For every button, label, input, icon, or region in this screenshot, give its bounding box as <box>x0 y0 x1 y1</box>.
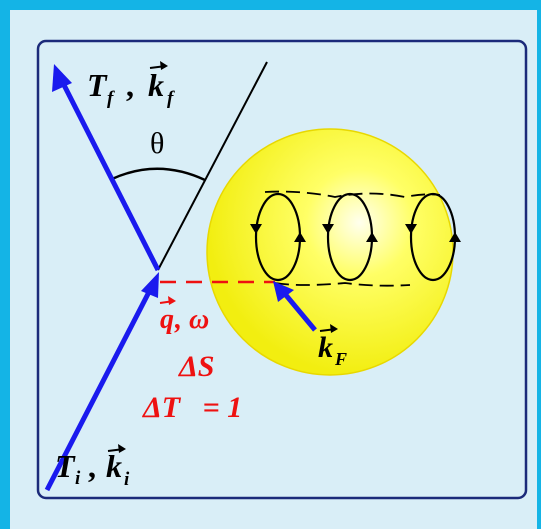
outgoing-label: T f , k f <box>87 61 175 109</box>
incoming-k: k <box>106 448 122 484</box>
vector-arrow-icon <box>319 324 338 333</box>
outgoing-k-sub: f <box>167 88 175 109</box>
vector-arrow-icon <box>159 296 176 305</box>
angle-arc <box>111 167 206 182</box>
outgoing-comma: , <box>126 67 134 103</box>
outgoing-T-sub: f <box>107 88 115 109</box>
loop-2 <box>322 192 378 282</box>
transfer-q: q <box>160 304 174 335</box>
fermi-arrow <box>283 292 317 332</box>
loop-dashed-top <box>264 190 441 198</box>
incoming-T: T <box>55 448 76 484</box>
delta-s-label: ΔS <box>178 350 215 383</box>
fermi-label: k F <box>318 324 347 369</box>
loop-1 <box>250 192 306 282</box>
incoming-arrow-head <box>141 272 159 298</box>
incoming-comma: , <box>88 448 96 484</box>
loop-3 <box>405 192 461 282</box>
reference-line <box>157 61 268 271</box>
incoming-label: T i , k i <box>55 444 130 490</box>
fermi-k: k <box>318 331 333 364</box>
incoming-T-sub: i <box>75 468 81 489</box>
transfer-label: q , ω <box>159 296 209 335</box>
incoming-arrow <box>44 288 153 492</box>
incoming-k-sub: i <box>124 469 130 490</box>
angle-label: θ <box>150 127 164 160</box>
loop-dashed-bottom <box>274 282 411 287</box>
outgoing-k: k <box>148 67 164 103</box>
transfer-omega: , ω <box>174 304 209 335</box>
fermi-arrow-head <box>273 281 294 302</box>
outgoing-arrow-head <box>52 64 72 92</box>
fermi-k-sub: F <box>334 349 347 369</box>
outgoing-T: T <box>87 67 108 103</box>
vector-arrow-icon <box>107 444 126 453</box>
delta-t-label: ΔT = 1 <box>142 391 242 424</box>
outgoing-arrow <box>61 83 161 272</box>
vector-arrow-icon <box>149 61 168 70</box>
